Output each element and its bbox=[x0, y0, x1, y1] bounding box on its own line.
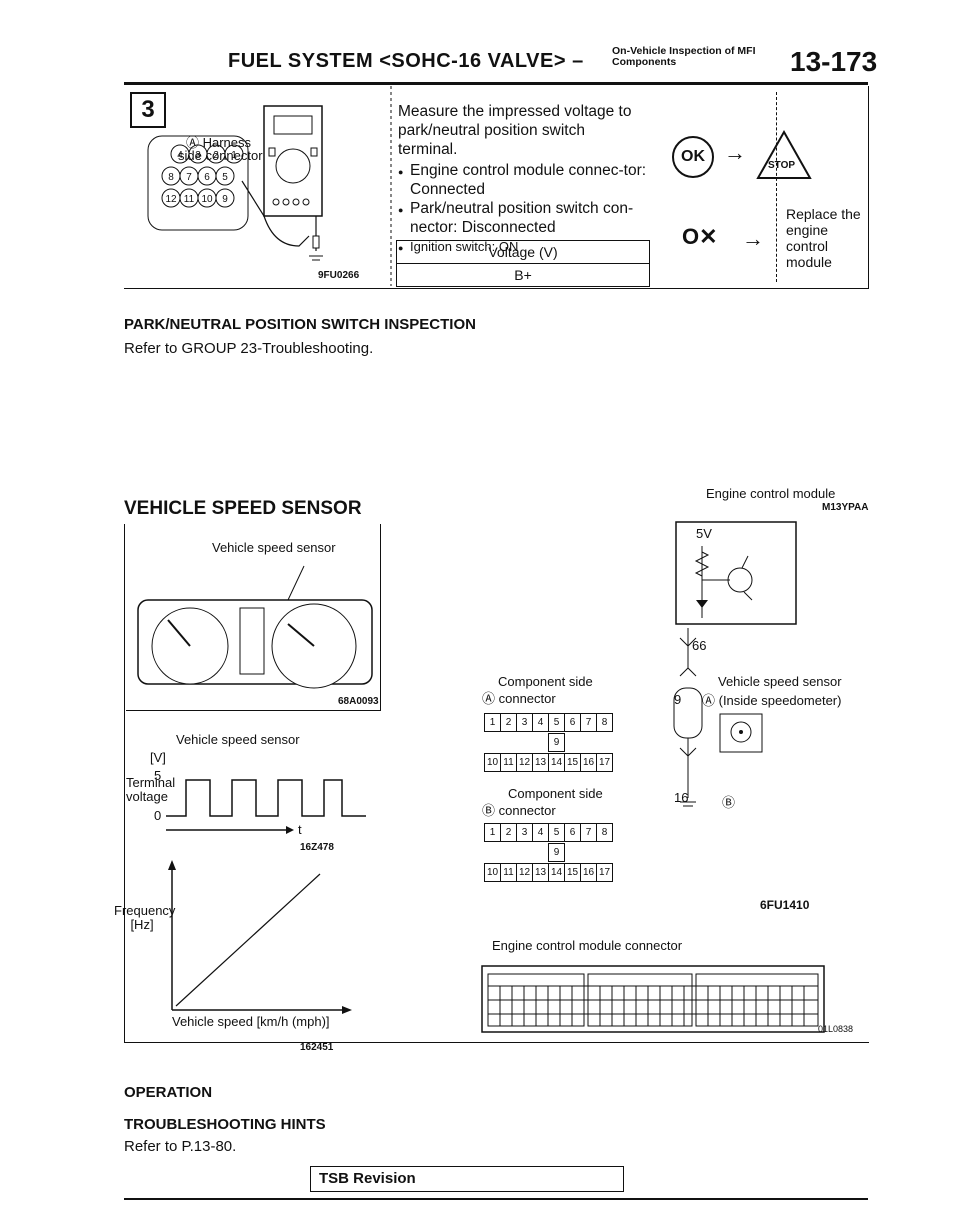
cluster-panel bbox=[126, 524, 381, 711]
svg-text:11: 11 bbox=[184, 194, 195, 205]
vss-figure-frame bbox=[124, 524, 869, 1043]
tsb-revision-box: TSB Revision bbox=[310, 1166, 624, 1192]
condition-switch: Park/neutral position switch con-nector:… bbox=[398, 199, 648, 237]
frequency-label: Frequency [Hz] bbox=[114, 903, 176, 932]
arrow-icon: → bbox=[724, 140, 746, 165]
svg-text:10: 10 bbox=[201, 194, 213, 205]
page-subsection-title: On-Vehicle Inspection of MFI Components bbox=[612, 46, 756, 68]
svg-text:1: 1 bbox=[231, 150, 237, 161]
ecm-connector-pinout bbox=[481, 965, 825, 1033]
condition-ecm: Engine control module connec-tor: Connec… bbox=[398, 161, 648, 199]
replace-ecm-action: Replace the engine control module bbox=[786, 206, 861, 270]
harness-label: Ⓐ Harness bbox=[186, 135, 252, 150]
subtitle-line-1: On-Vehicle Inspection of MFI bbox=[612, 45, 756, 57]
connector-b-label: Ⓑ connector bbox=[482, 803, 556, 818]
level-low: 0 bbox=[154, 808, 162, 823]
voltage-value: B+ bbox=[396, 263, 650, 287]
troubleshooting-heading: TROUBLESHOOTING HINTS bbox=[124, 1116, 326, 1133]
voltage-table: Voltage (V) B+ bbox=[396, 240, 650, 287]
sensor-symbol bbox=[719, 713, 763, 753]
svg-text:2: 2 bbox=[213, 150, 219, 161]
harness-connector-illustration: 4 3 2 1 8 7 6 5 12 11 10 9 bbox=[147, 86, 392, 286]
supply-voltage: 5V bbox=[696, 526, 712, 541]
vss-label-2: Ⓐ (Inside speedometer) bbox=[702, 693, 842, 708]
pin-66: 66 bbox=[692, 638, 707, 653]
stop-icon bbox=[756, 129, 812, 179]
terminal-voltage-label: Terminal voltage bbox=[126, 775, 176, 804]
svg-text:6: 6 bbox=[204, 172, 210, 183]
subtitle-line-2: Components bbox=[612, 56, 677, 68]
component-side-b: Component side bbox=[508, 786, 603, 801]
step-instructions: Measure the impressed voltage to park/ne… bbox=[398, 102, 648, 258]
level-high: 5 bbox=[154, 768, 162, 783]
page-section-title: FUEL SYSTEM <SOHC-16 VALVE> – bbox=[228, 50, 584, 72]
svg-text:8: 8 bbox=[168, 172, 174, 183]
ecm-code: M13YPAA bbox=[822, 502, 869, 513]
instrument-cluster-illustration bbox=[137, 565, 373, 689]
ng-icon: O✕ bbox=[682, 224, 718, 249]
svg-text:12: 12 bbox=[165, 194, 177, 205]
instruction-text: Measure the impressed voltage to park/ne… bbox=[398, 103, 632, 158]
park-neutral-text: Refer to GROUP 23-Troubleshooting. bbox=[124, 340, 374, 357]
ecm-connector-label: Engine control module connector bbox=[492, 938, 683, 953]
park-neutral-heading: PARK/NEUTRAL POSITION SWITCH INSPECTION bbox=[124, 316, 476, 333]
svg-text:4: 4 bbox=[177, 150, 183, 161]
stop-label: STOP bbox=[768, 160, 796, 171]
vss-label-1: Vehicle speed sensor bbox=[718, 674, 842, 689]
time-axis-label: t bbox=[298, 822, 302, 837]
result-divider bbox=[776, 92, 777, 282]
ok-badge: OK bbox=[672, 136, 714, 178]
ecm-circuit-diagram bbox=[675, 521, 797, 625]
waveform-unit: [V] bbox=[150, 750, 166, 765]
figure-code-3: 01L0838 bbox=[818, 1024, 854, 1034]
step-3-box bbox=[124, 86, 869, 289]
svg-text:9: 9 bbox=[222, 194, 228, 205]
waveform-title: Vehicle speed sensor bbox=[176, 732, 300, 747]
graph-code: 162451 bbox=[300, 1042, 334, 1053]
page-number: 13-173 bbox=[790, 46, 878, 77]
svg-text:3: 3 bbox=[195, 150, 201, 161]
svg-text:7: 7 bbox=[186, 172, 192, 183]
connector-a-label: Ⓐ connector bbox=[482, 691, 556, 706]
vss-pointer-label: Vehicle speed sensor bbox=[212, 540, 336, 555]
waveform-code: 16Z478 bbox=[300, 842, 334, 853]
arrow-icon-2: → bbox=[742, 226, 764, 251]
pin-9: 9 bbox=[674, 692, 682, 707]
pin-16: 16 bbox=[674, 790, 689, 805]
footer-rule bbox=[124, 1198, 868, 1200]
header-rule bbox=[124, 82, 868, 85]
side-connector-label: side connector bbox=[178, 148, 263, 163]
figure-code: 9FU0266 bbox=[318, 270, 360, 281]
figure-code-2: 6FU1410 bbox=[760, 898, 810, 912]
component-side-a: Component side bbox=[498, 674, 593, 689]
svg-text:5: 5 bbox=[222, 172, 228, 183]
operation-heading: OPERATION bbox=[124, 1084, 213, 1101]
speed-axis-label: Vehicle speed [km/h (mph)] bbox=[172, 1014, 330, 1029]
ecm-label: Engine control module bbox=[706, 486, 836, 501]
voltage-header: Voltage (V) bbox=[396, 240, 650, 264]
frequency-speed-graph bbox=[168, 860, 352, 1014]
troubleshooting-text: Refer to P.13-80. bbox=[124, 1138, 237, 1155]
vss-heading: VEHICLE SPEED SENSOR bbox=[124, 498, 362, 519]
vss-wiring bbox=[673, 628, 703, 807]
cluster-code: 68A0093 bbox=[338, 696, 379, 707]
pulse-waveform bbox=[166, 779, 366, 834]
connector-b-mark: Ⓑ bbox=[722, 795, 736, 810]
step-number: 3 bbox=[130, 92, 166, 128]
